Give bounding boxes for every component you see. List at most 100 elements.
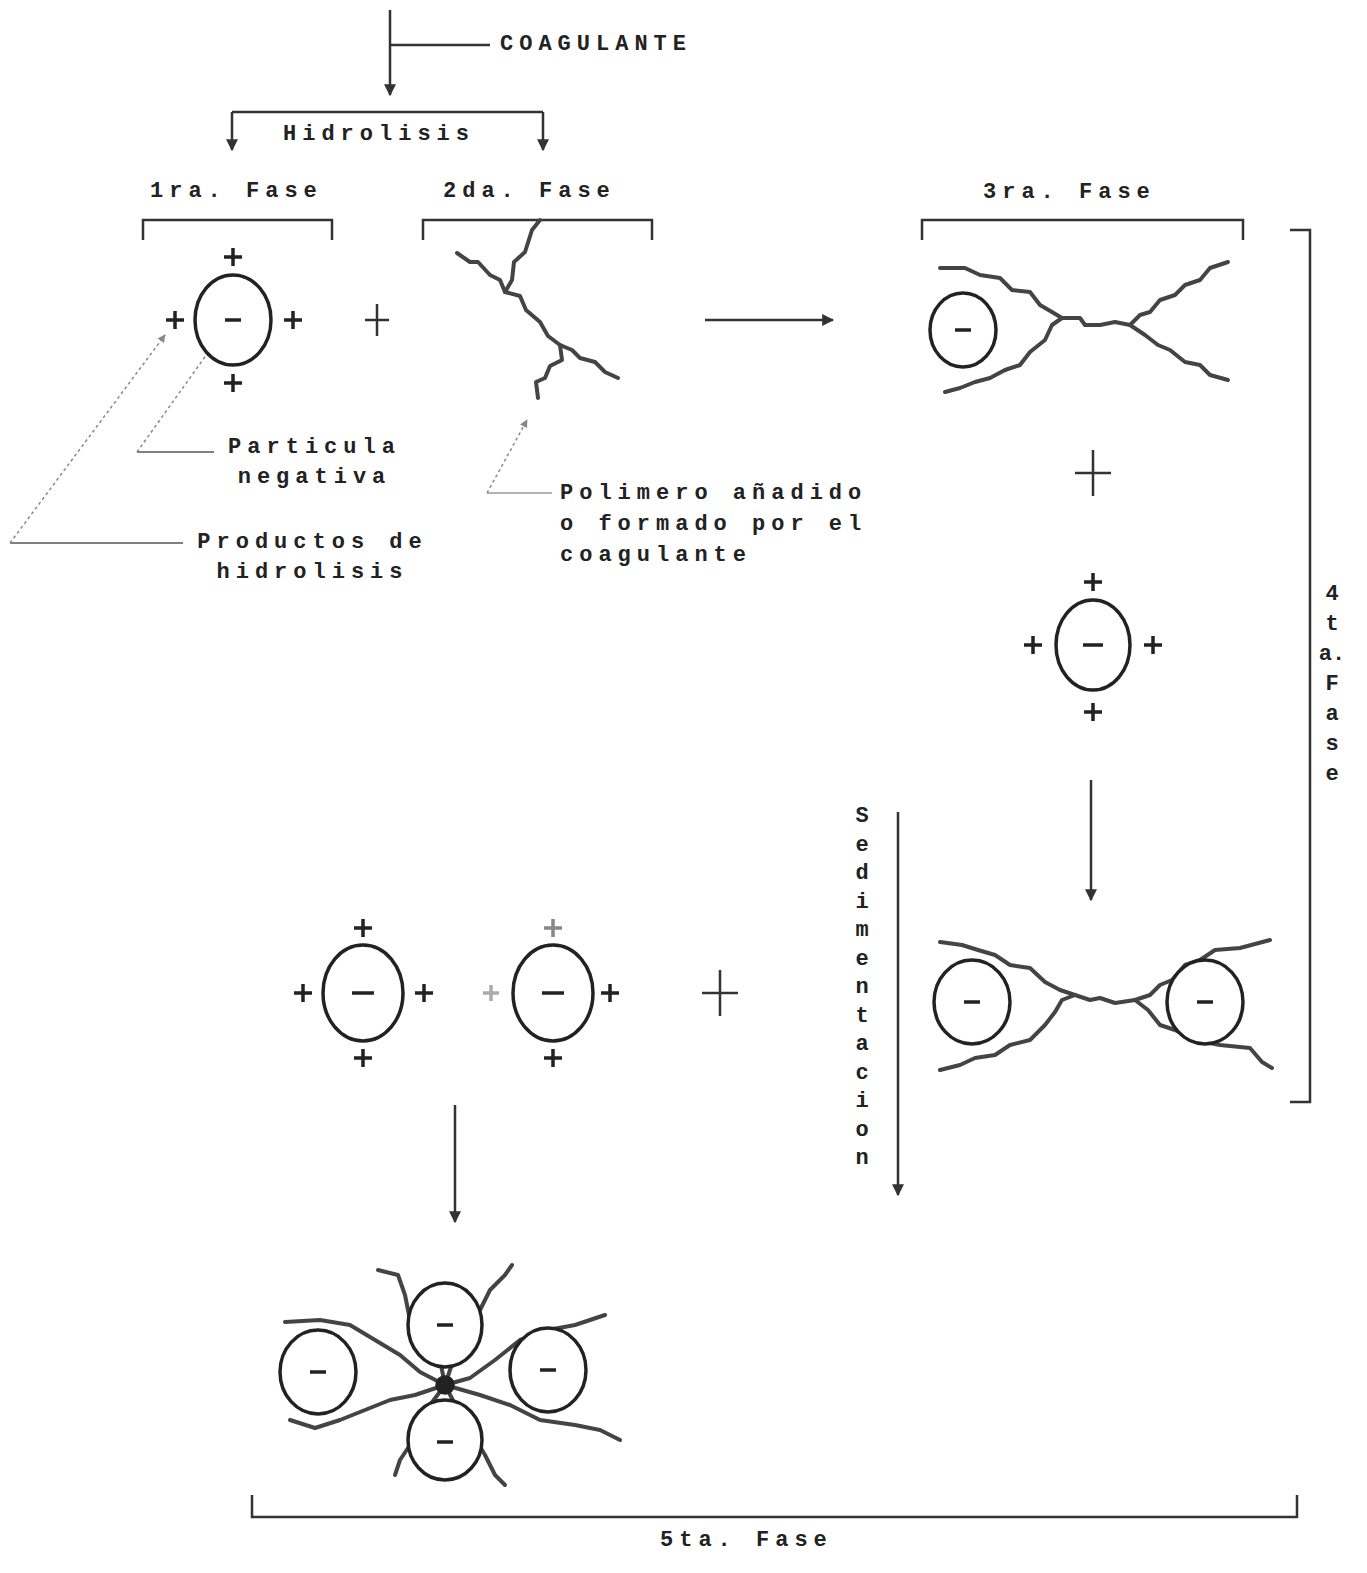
vertical-letter: t [848, 1003, 876, 1032]
vertical-letter: i [848, 889, 876, 918]
negative-particles [195, 275, 1243, 1480]
charge-symbols [415, 984, 433, 1002]
vertical-letter: i [848, 1088, 876, 1117]
phase-brackets [252, 1495, 1297, 1517]
callout-label: Polimero añadido o formado por el coagul… [560, 478, 878, 571]
charge-symbols [544, 919, 562, 937]
callout-label: Particula negativa [222, 433, 407, 493]
phase-brackets [922, 220, 1243, 240]
charge-symbols [354, 919, 372, 937]
phase-brackets [143, 220, 1310, 1517]
phase-title: 4ta. Fase [1318, 580, 1346, 790]
charge-symbols [166, 248, 1213, 1442]
callout-label: Productos de hidrolisis [190, 528, 435, 588]
vertical-letter: S [848, 803, 876, 832]
vertical-letter: e [848, 946, 876, 975]
negative-particles [1167, 960, 1243, 1044]
negative-particles [408, 1400, 482, 1480]
negative-particles [1056, 600, 1130, 690]
plus-operators [702, 970, 738, 1016]
negative-particles [934, 960, 1010, 1044]
leader-lines [10, 335, 552, 543]
charge-symbols [354, 1049, 372, 1067]
phase-title: 1ra. Fase [150, 177, 323, 207]
leader-lines [137, 347, 212, 452]
negative-particles [280, 1330, 356, 1414]
charge-symbols [1083, 643, 1103, 647]
vertical-letter: a [1318, 700, 1346, 730]
process-label: Sedimentacion [848, 803, 876, 1174]
flow-arrows [454, 1105, 457, 1222]
charge-symbols [1197, 1000, 1213, 1004]
phase-brackets [1290, 230, 1310, 1102]
charge-symbols [955, 328, 971, 332]
charge-symbols [540, 1368, 556, 1372]
process-label: Hidrolisis [283, 120, 475, 150]
polymer-strands [1130, 325, 1228, 380]
phase-brackets [143, 220, 332, 240]
flow-arrows [542, 112, 545, 150]
polymer-strands [1130, 262, 1228, 325]
charge-symbols [544, 1049, 562, 1067]
vertical-letter: n [848, 974, 876, 1003]
negative-particles [323, 945, 403, 1041]
vertical-letter: t [1318, 610, 1346, 640]
charge-symbols [284, 311, 302, 329]
phase-title: 2da. Fase [443, 177, 616, 207]
vertical-letter: a. [1318, 640, 1346, 670]
charge-symbols [294, 984, 312, 1002]
charge-symbols [352, 991, 374, 995]
vertical-letter: n [848, 1145, 876, 1174]
flow-arrows [705, 319, 833, 322]
leader-lines [10, 542, 183, 544]
charge-symbols [542, 991, 564, 995]
negative-particles [437, 1377, 453, 1393]
vertical-letter: c [848, 1060, 876, 1089]
charge-symbols [225, 318, 241, 322]
flow-arrows [232, 111, 543, 114]
polymer-strands [536, 345, 562, 398]
charge-symbols [1084, 573, 1102, 591]
vertical-letter: a [848, 1031, 876, 1060]
polymer-strands [505, 220, 540, 292]
flow-arrows [1090, 780, 1093, 900]
vertical-letter: e [848, 832, 876, 861]
vertical-letter: e [1318, 760, 1346, 790]
charge-symbols [1084, 703, 1102, 721]
plus-operators [365, 304, 1111, 1016]
charge-symbols [483, 985, 499, 1001]
charge-symbols [437, 1323, 453, 1327]
flow-arrows [390, 44, 490, 47]
plus-operators [1075, 450, 1111, 496]
flow-arrows [389, 10, 392, 95]
vertical-letter: d [848, 860, 876, 889]
polymer-strands [457, 253, 618, 378]
charge-symbols [964, 1000, 980, 1004]
vertical-letter: s [1318, 730, 1346, 760]
negative-particles [408, 1283, 482, 1367]
charge-symbols [224, 248, 242, 266]
polymer-strands [285, 220, 1272, 1485]
negative-particles [195, 275, 271, 365]
charge-symbols [166, 311, 184, 329]
input-label: COAGULANTE [500, 30, 692, 60]
plus-operators [365, 304, 389, 336]
negative-particles [510, 1328, 586, 1412]
charge-symbols [310, 1370, 326, 1374]
vertical-letter: m [848, 917, 876, 946]
charge-symbols [1144, 636, 1162, 654]
flow-arrows [232, 10, 1091, 1222]
leader-lines [10, 335, 165, 543]
flow-arrows [231, 112, 234, 150]
leader-lines [137, 451, 214, 453]
flow-arrows [897, 812, 900, 1195]
vertical-letter: F [1318, 670, 1346, 700]
leader-lines [487, 492, 552, 494]
charge-symbols [1024, 636, 1042, 654]
negative-particles [930, 293, 996, 367]
phase-title: 3ra. Fase [983, 178, 1156, 208]
leader-lines [487, 420, 527, 493]
phase-title: 5ta. Fase [660, 1526, 833, 1556]
vertical-letter: o [848, 1117, 876, 1146]
